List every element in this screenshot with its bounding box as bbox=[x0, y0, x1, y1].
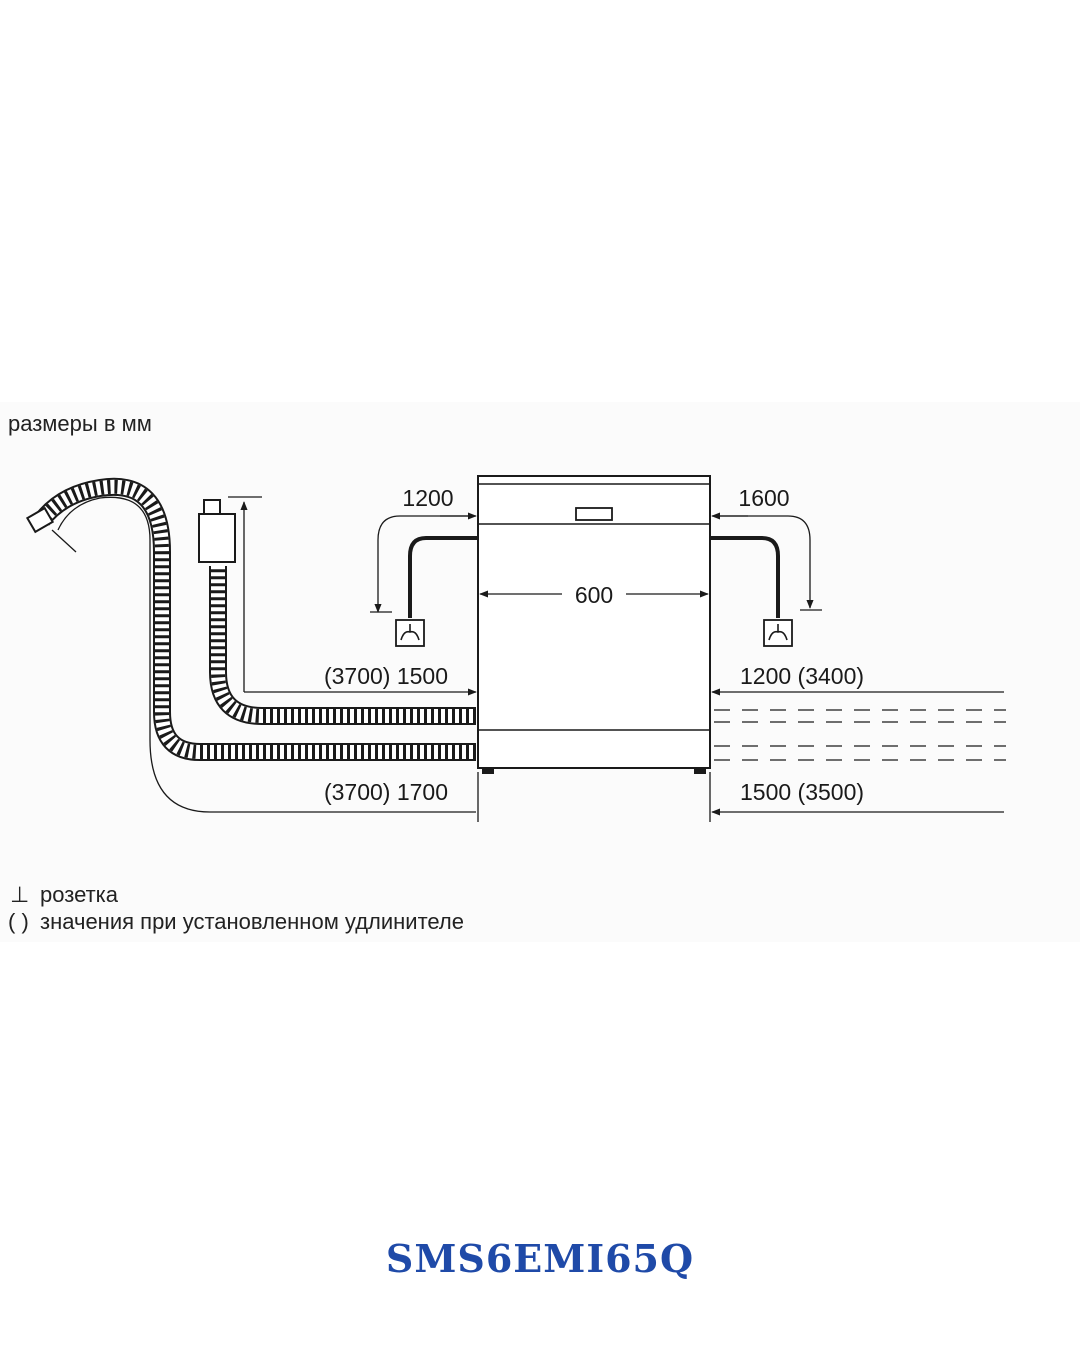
legend-parens-symbol: ( ) bbox=[8, 909, 29, 934]
dishwasher-body bbox=[477, 475, 711, 774]
door-handle bbox=[575, 507, 613, 521]
right-cable-reach-guide bbox=[720, 515, 814, 609]
dim-right-power: 1200 (3400) bbox=[740, 663, 864, 689]
dim-left-water-top: 1200 bbox=[402, 485, 453, 511]
legend: ⊥ розетка ( ) значения при установленном… bbox=[8, 882, 464, 934]
model-title: SMS6EMI65Q bbox=[385, 1236, 695, 1281]
foot-right bbox=[694, 768, 706, 774]
valve-cap bbox=[203, 499, 221, 515]
dim-left-inlet-hose: (3700) 1700 bbox=[324, 779, 448, 805]
right-power-cable bbox=[710, 536, 780, 618]
left-power-cable bbox=[408, 536, 478, 618]
left-cable-reach-guide bbox=[374, 515, 468, 613]
units-note: размеры в мм bbox=[8, 411, 152, 436]
foot-left bbox=[482, 768, 494, 774]
dim-right-lower: 1500 (3500) bbox=[740, 779, 864, 805]
dim-width: 600 bbox=[575, 582, 613, 608]
drain-hose bbox=[198, 499, 476, 725]
aquastop-valve-icon bbox=[198, 513, 236, 563]
hose-end-fitting bbox=[25, 506, 55, 534]
inlet-hose bbox=[25, 477, 476, 761]
dim-left-drain-hose: (3700) 1500 bbox=[324, 663, 448, 689]
socket-icon bbox=[763, 619, 793, 647]
legend-socket-symbol: ⊥ bbox=[10, 882, 29, 907]
legend-socket-label: розетка bbox=[40, 882, 119, 907]
inlet-hose-tick bbox=[51, 529, 77, 553]
inlet-reach-guide bbox=[57, 496, 476, 813]
socket-icon bbox=[395, 619, 425, 647]
legend-parens-label: значения при установленном удлинителе bbox=[40, 909, 464, 934]
dim-right-water-top: 1600 bbox=[738, 485, 789, 511]
